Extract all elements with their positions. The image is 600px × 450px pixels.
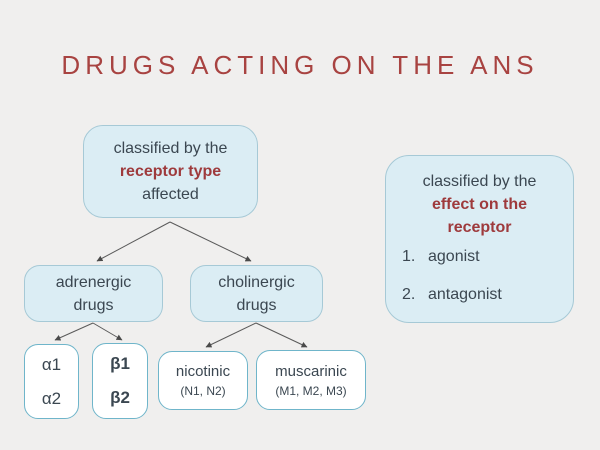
arrow-cholinergic-to-nicotinic — [205, 322, 257, 348]
arrow-root-to-adrenergic — [96, 221, 171, 262]
list-item-label: antagonist — [428, 286, 502, 303]
root-line-1: classified by the — [113, 140, 228, 157]
nicotinic-subtypes: (N1, N2) — [180, 384, 226, 398]
node-classified-by-receptor-type: classified by the receptor type affected — [83, 125, 258, 218]
effect-list: 1. agonist 2. antagonist — [386, 239, 573, 321]
root-line-3: affected — [142, 186, 199, 203]
muscarinic-subtypes: (M1, M2, M3) — [275, 383, 347, 398]
alpha-2-label: α2 — [41, 388, 62, 408]
side-line-1: classified by the — [422, 173, 537, 190]
node-classified-by-effect: classified by the effect on the receptor… — [385, 155, 574, 323]
adrenergic-line-2: drugs — [73, 296, 114, 314]
list-item-agonist: 1. agonist — [402, 245, 573, 268]
node-alpha-receptors: α1 α2 — [24, 344, 79, 419]
node-cholinergic-drugs: cholinergic drugs — [190, 265, 323, 322]
node-beta-receptors: β1 β2 — [92, 343, 148, 419]
side-line-3-accent: receptor — [447, 219, 512, 236]
page-title: DRUGS ACTING ON THE ANS — [61, 50, 539, 80]
node-muscarinic: muscarinic (M1, M2, M3) — [256, 350, 366, 410]
root-line-2-accent: receptor type — [119, 163, 222, 180]
nicotinic-label: nicotinic — [175, 363, 231, 380]
arrow-cholinergic-to-muscarinic — [255, 322, 308, 348]
cholinergic-line-1: cholinergic — [218, 273, 295, 291]
arrow-adrenergic-to-beta — [92, 322, 123, 341]
node-nicotinic: nicotinic (N1, N2) — [158, 351, 248, 410]
list-item-number: 1. — [402, 248, 416, 265]
list-item-label: agonist — [428, 248, 480, 265]
alpha-1-label: α1 — [41, 354, 62, 374]
list-item-antagonist: 2. antagonist — [402, 283, 573, 306]
side-line-2-accent: effect on the — [431, 196, 528, 213]
arrow-root-to-cholinergic — [169, 221, 252, 262]
muscarinic-label: muscarinic — [275, 362, 347, 380]
beta-2-label: β2 — [110, 388, 130, 407]
beta-1-label: β1 — [110, 354, 130, 373]
adrenergic-line-1: adrenergic — [55, 273, 132, 291]
list-item-number: 2. — [402, 286, 416, 303]
cholinergic-line-2: drugs — [236, 296, 277, 314]
arrow-adrenergic-to-alpha — [54, 322, 94, 341]
node-adrenergic-drugs: adrenergic drugs — [24, 265, 163, 322]
